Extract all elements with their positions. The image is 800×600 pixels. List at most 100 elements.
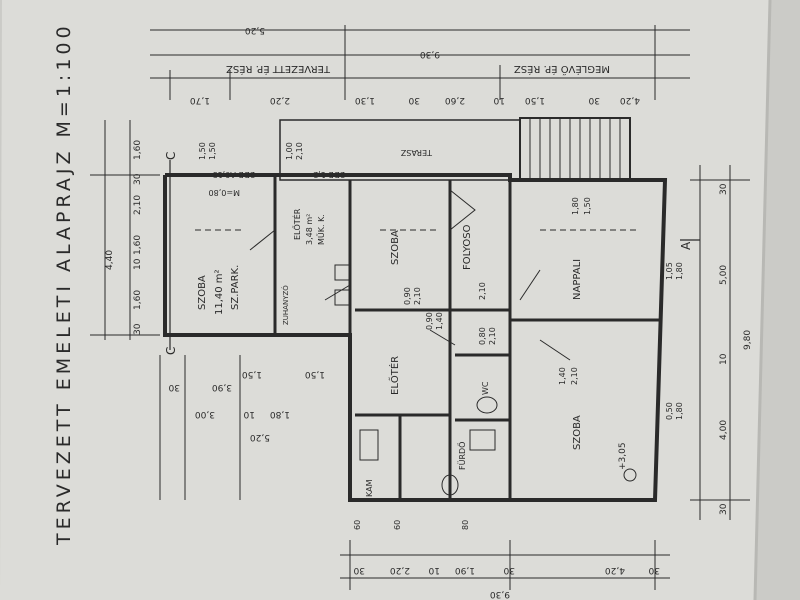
label-window-top: 2DB A0,15 <box>212 170 255 179</box>
label-existing: MEGLÉVŐ ÉP. RÉSZ <box>514 63 610 77</box>
opening-label: 1,40 <box>435 312 444 330</box>
room-label-shower: ZUHANYZÓ <box>281 285 290 325</box>
dim-left-lower: 30 <box>168 382 180 392</box>
opening-label: 0,50 <box>665 402 674 420</box>
dimensions-bottom: 30 4,20 30 1,90 10 2,20 30 9,30 <box>353 565 660 599</box>
dim-bottom: 2,20 <box>390 565 410 575</box>
room-label-wc: WC <box>481 381 490 395</box>
dim-right: 4,00 <box>719 420 729 440</box>
label-planned: TERVEZETT ÉP. RÉSZ <box>226 63 331 76</box>
dim-bottom: 10 <box>428 565 440 575</box>
label-window-side: 2DB 1,2 <box>313 170 345 179</box>
opening-label: 2,10 <box>413 287 422 305</box>
room-label-corridor: FOLYOSO <box>462 224 473 270</box>
sheet-title: TERVEZETT EMELETI ALAPRAJZ M=1:100 <box>53 22 75 546</box>
dim-left-lower: 1,80 <box>270 409 290 419</box>
dim-top: 10 <box>493 95 505 105</box>
room-label-bedroom-top-area: 11,40 m² <box>214 269 225 315</box>
dim-right: 9,80 <box>743 330 753 350</box>
room-labels: SZOBA 11,40 m² SZ.PARK. SZOBA FOLYOSO NA… <box>197 148 583 497</box>
dim-left-lower: 10 <box>243 409 255 419</box>
label-section-a: A <box>679 241 693 250</box>
opening-label: 0,90 <box>403 287 412 305</box>
opening-label: 2,10 <box>570 367 579 385</box>
dim-bottom: 30 <box>503 565 515 575</box>
dim-bottom: 30 <box>648 565 660 575</box>
dim-top: 4,20 <box>620 95 640 105</box>
opening-label: 1,50 <box>198 142 207 160</box>
dim-left: 1,60 <box>133 235 143 255</box>
opening-label: 2,10 <box>488 327 497 345</box>
opening-label: 1,00 <box>285 142 294 160</box>
dim-right: 30 <box>719 183 729 195</box>
dimensions-left: 4,40 1,60 10 1,60 2,10 30 1,60 30 <box>105 140 143 335</box>
section-markers <box>169 160 700 350</box>
opening-label: 1,40 <box>558 367 567 385</box>
dim-right: 5,00 <box>719 265 729 285</box>
dimension-lines-left <box>90 120 241 500</box>
dim-left-lower: 1,50 <box>242 369 262 379</box>
stair-steps <box>529 118 621 180</box>
label-level: +3,05 <box>618 442 628 470</box>
fixtures <box>334 264 637 496</box>
room-label-bedroom-top-floor: SZ.PARK. <box>230 265 241 310</box>
landing <box>279 119 521 181</box>
dim-right: 10 <box>719 353 729 365</box>
dim-top: 5,20 <box>245 25 265 35</box>
opening-label: 1,80 <box>571 197 580 215</box>
dim-top: 2,20 <box>270 95 290 105</box>
dim-left-lower: 3,90 <box>212 382 232 392</box>
dimensions-top: 4,20 30 1,50 10 2,60 30 1,30 2,20 1,70 9… <box>190 25 640 105</box>
label-section-c-top: C <box>164 152 178 160</box>
opening-label: 60 <box>353 520 362 530</box>
opening-label: 60 <box>393 520 402 530</box>
label-sill-note: M=0,80 <box>209 188 240 197</box>
room-label-terrace: TERASZ <box>400 148 433 157</box>
opening-label: 2,10 <box>478 282 487 300</box>
opening-label: 1,05 <box>665 262 674 280</box>
dim-left-lower: 3,00 <box>195 409 215 419</box>
room-label-storage: KAM <box>365 479 374 497</box>
room-label-bedroom-bottom: SZOBA <box>572 415 583 450</box>
room-label-room-middle: SZOBA <box>390 230 401 265</box>
room-label-vestibule: ELŐTÉR <box>291 208 302 240</box>
opening-label: 0,90 <box>425 312 434 330</box>
room-label-bedroom-top: SZOBA <box>197 275 208 310</box>
dim-top: 1,30 <box>355 95 375 105</box>
dim-bottom: 30 <box>353 565 365 575</box>
dim-left-lower: 5,20 <box>250 432 270 442</box>
dimension-lines-bottom <box>340 540 670 590</box>
opening-label: 2,10 <box>295 142 304 160</box>
door-swings <box>249 189 571 361</box>
dimension-lines-top <box>150 25 690 100</box>
room-label-living: NAPPALI <box>572 259 583 300</box>
opening-label: 80 <box>461 520 470 530</box>
dim-top: 30 <box>588 95 600 105</box>
room-label-vestibule-floor: MŰK. K. <box>316 214 326 245</box>
dim-left: 1,60 <box>133 140 143 160</box>
dim-left: 10 <box>133 258 143 270</box>
opening-label: 1,80 <box>675 262 684 280</box>
dim-bottom: 1,90 <box>455 565 475 575</box>
dim-left: 2,10 <box>133 195 143 215</box>
opening-label: 1,50 <box>583 197 592 215</box>
paper-edge <box>753 0 772 600</box>
room-label-bathroom: FÜRDŐ <box>457 442 467 470</box>
dim-left: 4,40 <box>105 250 115 270</box>
dimensions-left-lower: 1,50 1,50 3,90 30 3,00 10 1,80 5,20 <box>168 369 325 442</box>
dim-bottom: 4,20 <box>605 565 625 575</box>
interior-walls <box>165 175 660 500</box>
dim-bottom: 9,30 <box>490 589 510 599</box>
dimension-lines-right <box>690 165 750 520</box>
dim-top: 1,70 <box>190 95 210 105</box>
paper-sheet <box>0 0 770 600</box>
drawing <box>90 25 750 590</box>
room-label-vestibule-area: 3,48 m² <box>305 214 314 245</box>
opening-label: 1,50 <box>208 142 217 160</box>
plan-labels: MEGLÉVŐ ÉP. RÉSZ TERVEZETT ÉP. RÉSZ +3,0… <box>164 63 693 470</box>
dim-right: 30 <box>719 503 729 515</box>
dim-top: 1,50 <box>525 95 545 105</box>
opening-labels: 1,00 2,10 1,50 1,50 1,80 1,50 1,40 2,10 … <box>198 142 684 530</box>
dim-top: 30 <box>408 95 420 105</box>
dim-left: 30 <box>133 323 143 335</box>
